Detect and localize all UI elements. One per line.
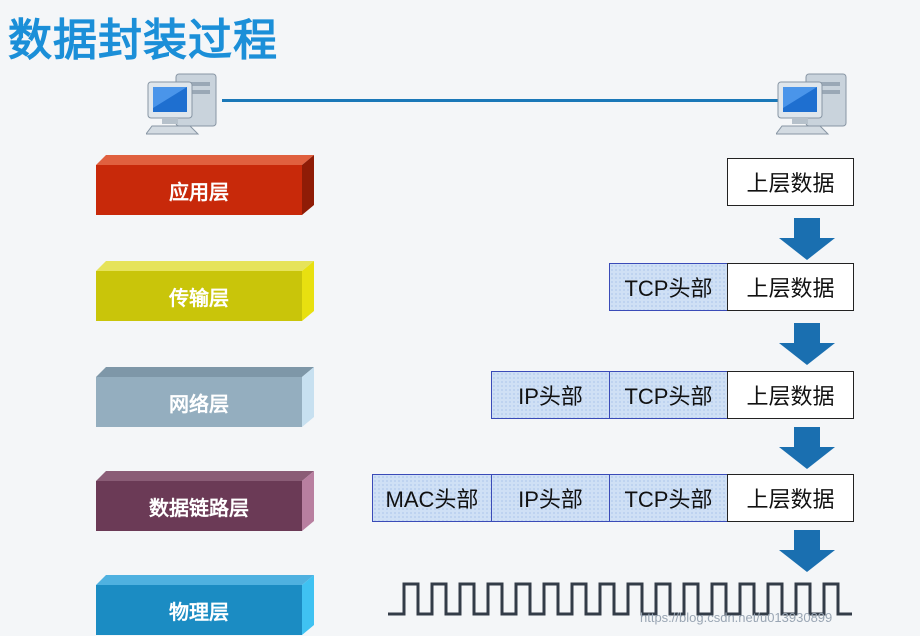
ip-header-segment: IP头部 [491, 474, 610, 522]
layer-label: 网络层 [169, 391, 229, 416]
down-arrow-icon [777, 323, 837, 369]
layer-label: 物理层 [169, 599, 229, 624]
layer-data-link: 数据链路层 [96, 471, 314, 531]
layer-transport: 传输层 [96, 261, 314, 321]
layer-label: 传输层 [169, 285, 229, 310]
network-link-line [222, 99, 778, 102]
down-arrow-icon [777, 530, 837, 576]
mac-header-segment: MAC头部 [372, 474, 492, 522]
signal-wave [388, 578, 864, 622]
upper-data-segment: 上层数据 [727, 371, 854, 419]
tcp-header-segment: TCP头部 [609, 474, 728, 522]
layer-physical: 物理层 [96, 575, 314, 635]
page-title: 数据封装过程 [8, 15, 278, 66]
tcp-header-segment: TCP头部 [609, 263, 728, 311]
watermark: https://blog.csdn.net/u013930899 [640, 610, 833, 625]
upper-data-segment: 上层数据 [727, 158, 854, 206]
upper-data-segment: 上层数据 [727, 263, 854, 311]
ip-header-segment: IP头部 [491, 371, 610, 419]
down-arrow-icon [777, 427, 837, 473]
layer-application: 应用层 [96, 155, 314, 215]
down-arrow-icon [777, 218, 837, 264]
upper-data-segment: 上层数据 [727, 474, 854, 522]
layer-label: 数据链路层 [149, 495, 249, 520]
computer-icon-right [775, 68, 854, 142]
layer-label: 应用层 [169, 179, 229, 204]
tcp-header-segment: TCP头部 [609, 371, 728, 419]
layer-network: 网络层 [96, 367, 314, 427]
computer-icon-left [145, 68, 224, 142]
